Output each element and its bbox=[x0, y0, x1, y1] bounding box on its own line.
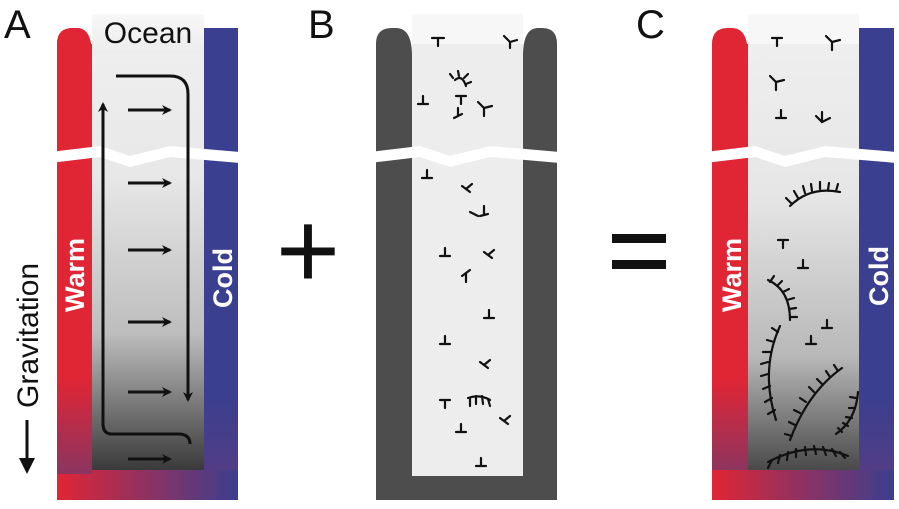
panel-a-thermal-arrows bbox=[128, 105, 172, 464]
panel-c-bottom-wall bbox=[712, 470, 894, 500]
panel-a: A Ocean Warm Cold Gravitation bbox=[4, 3, 240, 500]
panel-a-ocean-label: Ocean bbox=[104, 17, 192, 50]
svg-text:=: = bbox=[606, 189, 670, 312]
panel-b-monomers bbox=[416, 34, 519, 468]
panel-c-vessel bbox=[712, 28, 748, 60]
panel-b-break bbox=[370, 146, 560, 167]
panel-c-letter: C bbox=[636, 3, 665, 47]
panel-a-letter: A bbox=[4, 3, 31, 47]
panel-c-break bbox=[705, 146, 897, 167]
panel-a-warm-label: Warm bbox=[60, 238, 90, 312]
panel-b-letter: B bbox=[308, 3, 335, 47]
panel-a-break bbox=[50, 146, 240, 167]
panel-c-molecules bbox=[759, 34, 860, 470]
panel-a-convection-return bbox=[116, 74, 193, 402]
panel-c-interior bbox=[748, 14, 859, 470]
panel-a-convection-loop bbox=[98, 102, 192, 445]
panel-c: C Warm Cold bbox=[636, 3, 897, 500]
panel-c-cold-wall bbox=[859, 28, 894, 500]
panel-a-bottom-wall bbox=[57, 470, 238, 500]
panel-b-interior bbox=[412, 14, 523, 476]
panel-a-cold-label: Cold bbox=[208, 248, 238, 308]
gravitation-label: Gravitation bbox=[12, 263, 45, 408]
panel-b-vessel bbox=[376, 28, 557, 500]
equals-operator: = bbox=[606, 189, 670, 312]
panel-a-cold-wall bbox=[204, 28, 238, 500]
panel-b: B bbox=[308, 3, 560, 500]
panel-c-cold-label: Cold bbox=[864, 246, 894, 306]
gravitation-arrow-icon bbox=[19, 420, 35, 474]
plus-operator: + bbox=[276, 189, 340, 312]
panel-c-warm-label: Warm bbox=[717, 238, 747, 312]
